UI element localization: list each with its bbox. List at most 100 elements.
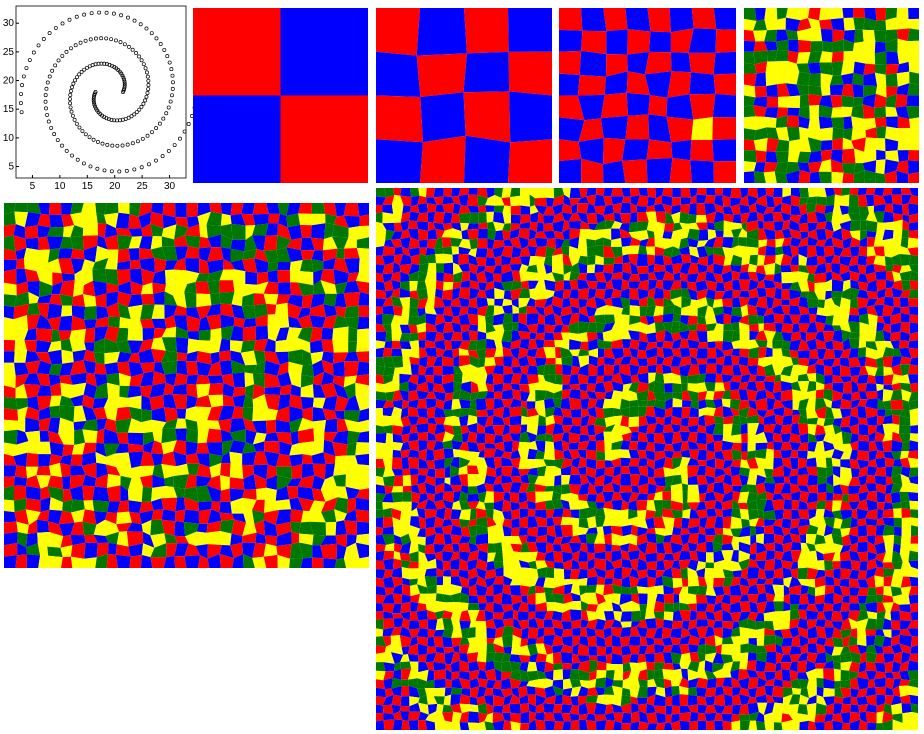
checker-cell (313, 428, 325, 442)
checker-cell (535, 459, 547, 468)
checker-cell (655, 211, 666, 224)
checker-cell (645, 533, 657, 544)
checker-cell (840, 459, 851, 469)
checker-cell (776, 29, 789, 42)
checker-cell (434, 600, 446, 613)
checker-cell (275, 339, 289, 353)
checker-cell (4, 429, 18, 445)
checker-cell (621, 567, 633, 580)
checker-cell (569, 212, 582, 222)
checker-cell (461, 271, 470, 282)
checker-cell (344, 410, 360, 423)
checker-cell (60, 382, 73, 399)
checker-cell (783, 314, 794, 325)
checker-cell (824, 627, 835, 639)
checker-cell (654, 457, 666, 470)
checker-cell (621, 314, 630, 325)
checker-cell (527, 448, 538, 460)
checker-cell (587, 245, 596, 257)
checker-cell (104, 351, 120, 365)
checker-cell (586, 194, 597, 206)
checker-cell (195, 406, 212, 422)
checker-cell (70, 382, 87, 399)
checker-cell (418, 448, 427, 461)
checker-cell (518, 313, 527, 326)
checker-cell (792, 399, 800, 410)
checker-cell (392, 593, 402, 604)
checker-cell (907, 139, 919, 151)
checker-cell (772, 423, 783, 435)
checker-cell (705, 289, 716, 300)
checker-cell (840, 321, 851, 333)
checker-cell (442, 584, 451, 596)
checker-cell (672, 578, 683, 589)
checker-cell (849, 220, 861, 232)
checker-cell (4, 374, 16, 389)
checker-cell (382, 627, 395, 637)
checker-cell (891, 254, 902, 266)
checker-cell (628, 330, 640, 341)
checker-cell (577, 203, 589, 214)
checker-cell (755, 560, 766, 571)
checker-cell (697, 449, 707, 461)
checker-cell (611, 322, 624, 334)
checker-cell (242, 497, 257, 514)
checker-cell (647, 493, 656, 501)
checker-cell (809, 313, 817, 324)
checker-cell (653, 195, 662, 206)
checker-cell (815, 363, 825, 376)
checker-cell (485, 391, 495, 399)
data-point (168, 99, 173, 104)
checker-cell (376, 313, 383, 325)
checker-cell (442, 196, 455, 205)
checker-cell (267, 262, 279, 272)
checker-cell (712, 541, 723, 553)
checker-cell (611, 279, 623, 291)
checker-cell (510, 223, 521, 232)
checker-cell (13, 235, 27, 252)
checker-cell (161, 440, 177, 455)
checker-cell (139, 248, 155, 260)
checker-cell (687, 502, 700, 511)
checker-cell (119, 385, 130, 398)
checker-cell (877, 509, 884, 520)
checker-cell (402, 485, 412, 493)
checker-cell (672, 392, 683, 400)
checker-cell (334, 215, 349, 228)
checker-cell (783, 465, 792, 477)
checker-cell (645, 442, 655, 452)
checker-cell (824, 340, 834, 350)
checker-cell (24, 258, 37, 272)
checker-cell (151, 440, 164, 455)
checker-cell (334, 203, 347, 217)
checker-cell (663, 553, 675, 561)
checker-cell (475, 398, 487, 411)
data-point (64, 49, 69, 54)
checker-cell (149, 395, 165, 411)
checker-cell (780, 619, 790, 630)
checker-cell (210, 338, 222, 354)
checker-cell (58, 258, 75, 275)
checker-cell (553, 324, 564, 333)
checker-cell (518, 288, 531, 299)
checker-cell (518, 527, 528, 536)
checker-cell (393, 475, 403, 487)
checker-cell (714, 203, 724, 214)
checker-cell (851, 508, 858, 520)
checker-cell (606, 54, 628, 77)
checker-cell (843, 116, 853, 130)
checker-cell (824, 382, 833, 391)
checker-cell (173, 487, 185, 498)
data-point (145, 74, 150, 79)
checker-cell (487, 552, 496, 563)
checker-cell (27, 281, 40, 298)
checker-cell (722, 569, 734, 578)
checker-cell (594, 418, 607, 428)
checker-cell (402, 584, 411, 597)
checker-cell (653, 271, 666, 281)
checker-cell (240, 350, 257, 366)
checker-cell (731, 340, 740, 349)
checker-cell (310, 339, 324, 354)
checker-cell (512, 313, 519, 323)
checker-cell (655, 329, 666, 343)
